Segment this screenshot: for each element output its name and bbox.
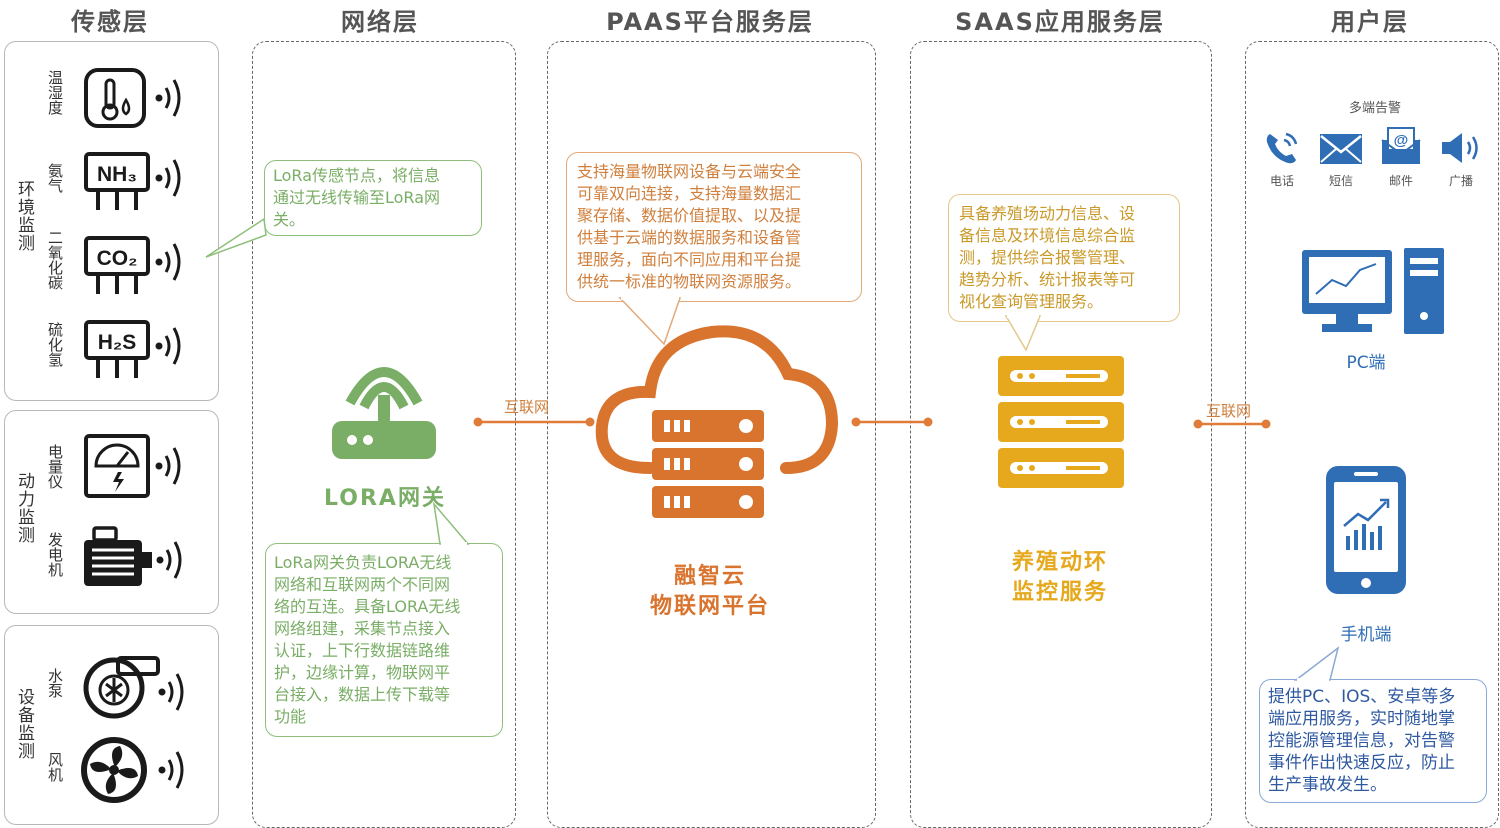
env-monitor-group bbox=[4, 41, 219, 401]
nh3-chip-text: NH₃ bbox=[97, 163, 137, 186]
saas-bubble-pointer bbox=[1004, 315, 1042, 352]
sensor-label-pump: 水泵 bbox=[46, 668, 64, 698]
svg-text:@: @ bbox=[1394, 132, 1409, 149]
sensor-label-temp-humidity: 温湿度 bbox=[46, 70, 64, 115]
gateway-bubble-pointer bbox=[432, 501, 470, 545]
saas-server-icon bbox=[998, 356, 1124, 488]
link-paas-saas bbox=[851, 417, 933, 427]
sensor-node-bubble: LoRa传感节点，将信息 通过无线传输至LoRa网 关。 bbox=[264, 160, 482, 236]
sensor-label-generator: 发电机 bbox=[46, 532, 64, 577]
generator-icon bbox=[80, 524, 194, 598]
paas-title: 融智云 物联网平台 bbox=[649, 564, 770, 619]
saas-title: 养殖动环 监控服务 bbox=[1011, 550, 1108, 605]
sensor-label-h2s: 硫化氢 bbox=[46, 322, 64, 367]
layer-title-sensing: 传感层 bbox=[71, 8, 149, 36]
layer-title-paas: PAAS平台服务层 bbox=[606, 8, 814, 36]
power-meter-icon bbox=[82, 432, 194, 504]
layer-title-saas: SAAS应用服务层 bbox=[955, 8, 1165, 36]
email-icon: @ bbox=[1381, 127, 1421, 164]
alert-label-email: 邮件 bbox=[1388, 174, 1413, 188]
router-icon bbox=[332, 367, 436, 459]
alert-label-sms: 短信 bbox=[1328, 174, 1353, 188]
nh3-sensor-icon: NH₃ bbox=[82, 148, 194, 218]
sms-envelope-icon bbox=[1320, 134, 1362, 164]
internet-link-network-paas bbox=[473, 417, 595, 427]
cloud-server-icon bbox=[595, 325, 839, 518]
saas-bubble: 具备养殖场动力信息、设 备信息及环境信息综合监 测，提供综合报警管理、 趋势分析… bbox=[948, 194, 1180, 322]
equipment-monitor-label: 设备监测 bbox=[14, 688, 34, 760]
alert-title: 多端告警 bbox=[1348, 101, 1401, 116]
h2s-sensor-icon: H₂S bbox=[82, 316, 194, 386]
alert-label-broadcast: 广播 bbox=[1448, 174, 1473, 188]
user-bubble: 提供PC、IOS、安卓等多 端应用服务，实时随地掌 控能源管理信息，对告警 事件… bbox=[1259, 679, 1487, 803]
user-bubble-pointer bbox=[1293, 646, 1340, 681]
sensor-label-nh3: 氨气 bbox=[46, 163, 64, 193]
power-monitor-label: 动力监测 bbox=[14, 472, 34, 544]
layer-title-network: 网络层 bbox=[341, 8, 419, 36]
internet-label-right: 互联网 bbox=[1206, 402, 1252, 420]
gateway-title: LORA网关 bbox=[324, 486, 446, 511]
mobile-phone-icon bbox=[1326, 466, 1406, 594]
pc-icon bbox=[1302, 248, 1444, 334]
co2-chip-text: CO₂ bbox=[97, 247, 138, 270]
internet-link-saas-user bbox=[1193, 419, 1271, 429]
water-pump-icon bbox=[78, 652, 194, 726]
env-monitor-label: 环境监测 bbox=[14, 180, 34, 252]
co2-sensor-icon: CO₂ bbox=[82, 232, 194, 302]
sensor-label-meter: 电量仪 bbox=[46, 444, 64, 489]
paas-bubble: 支持海量物联网设备与云端安全 可靠双向连接，支持海量数据汇 聚存储、数据价值提取… bbox=[566, 152, 862, 302]
sensor-bubble-pointer bbox=[205, 217, 267, 258]
fan-icon bbox=[78, 734, 194, 808]
phone-icon bbox=[1266, 132, 1298, 164]
sensor-label-co2: 二氧化碳 bbox=[46, 230, 64, 290]
paas-bubble-pointer bbox=[618, 297, 682, 346]
speaker-icon bbox=[1442, 133, 1478, 163]
thermometer-humidity-icon bbox=[82, 66, 194, 134]
mobile-label: 手机端 bbox=[1340, 625, 1392, 645]
sensor-label-fan: 风机 bbox=[46, 752, 64, 782]
pc-label: PC端 bbox=[1346, 353, 1386, 373]
layer-title-user: 用户层 bbox=[1331, 8, 1409, 36]
gateway-bubble: LoRa网关负责LORA无线 网络和互联网两个不同网 络的互连。具备LORA无线… bbox=[265, 543, 503, 737]
alert-label-phone: 电话 bbox=[1269, 174, 1294, 188]
h2s-chip-text: H₂S bbox=[98, 331, 137, 354]
internet-label-left: 互联网 bbox=[504, 398, 550, 416]
